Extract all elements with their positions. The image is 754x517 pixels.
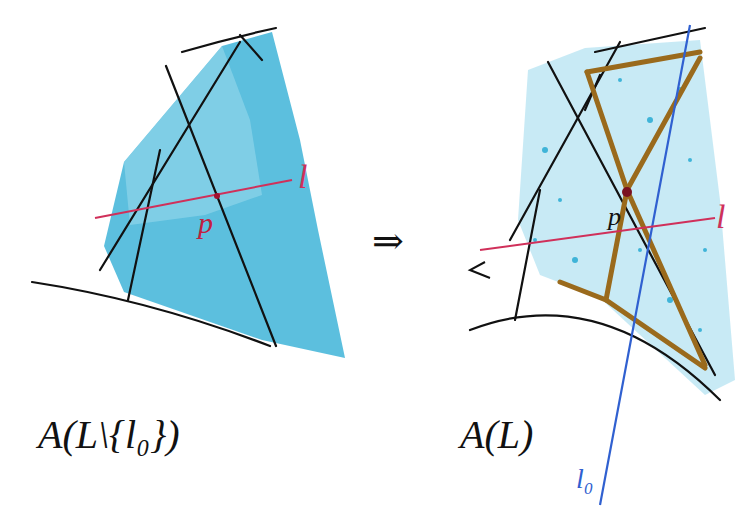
cell-region: [518, 40, 735, 395]
point-p: [214, 193, 220, 199]
implies-symbol: ⇒: [372, 222, 404, 260]
new-cell-edges: [560, 52, 705, 368]
line-l: [480, 218, 715, 250]
line-label: l: [298, 160, 307, 194]
arrangement-lines: [470, 28, 720, 400]
point-label: p: [608, 204, 621, 230]
line-label: l₀: [576, 465, 594, 493]
line-label: l: [716, 200, 725, 234]
speckles: [533, 78, 707, 332]
arrangement-caption: A(L\{l₀}): [38, 415, 179, 455]
arrangement-caption: A(L): [460, 415, 533, 455]
cell-region: [104, 32, 345, 358]
line-l0: [600, 25, 690, 505]
line-l: [95, 180, 292, 218]
point-label: p: [198, 208, 213, 238]
arrangement-lines: [32, 28, 276, 346]
point-p: [622, 187, 632, 197]
arrow-tip: [470, 262, 490, 278]
